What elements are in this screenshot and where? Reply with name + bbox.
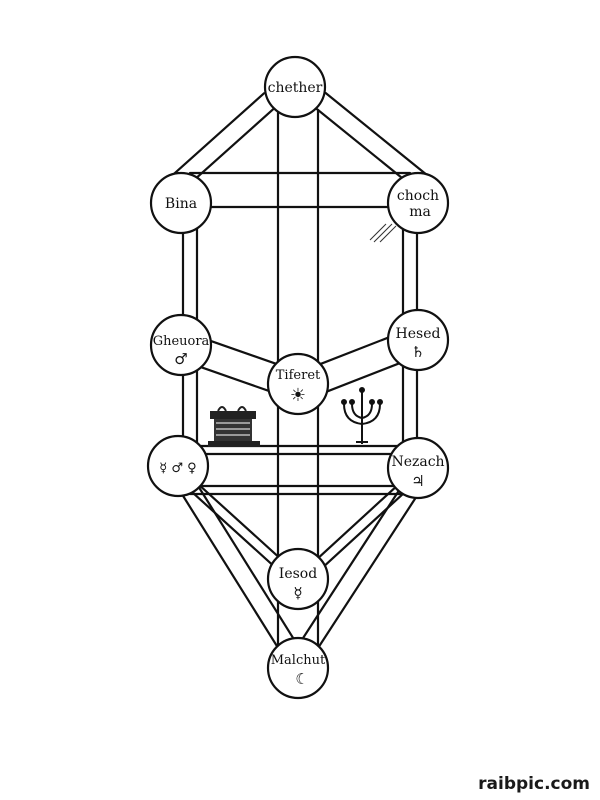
node-iesod: Iesod ☿: [266, 547, 330, 611]
node-iesod-label: Iesod: [279, 566, 317, 582]
node-tiferet-label: Tiferet: [276, 368, 321, 383]
node-chether-label: chether: [268, 80, 323, 96]
node-chochma-label: choch: [397, 188, 439, 204]
node-chochma-label-2: ma: [409, 204, 431, 220]
planet-symbols-icon: ☿ ♂ ♀: [159, 461, 196, 476]
node-chochma: choch ma: [386, 171, 450, 235]
channel-line: [297, 483, 404, 647]
channel-line: [312, 493, 419, 657]
saturn-icon: ♄: [411, 343, 424, 361]
channel-line: [321, 359, 407, 395]
node-bina-label: Bina: [165, 196, 197, 212]
channel-line: [203, 337, 286, 368]
node-nezach-label: Nezach: [391, 454, 444, 470]
channel-line: [197, 483, 285, 563]
node-bina: Bina: [149, 171, 213, 235]
moon-icon: ☾: [295, 670, 308, 688]
node-hesed-label: Hesed: [396, 326, 441, 342]
channel-line: [320, 490, 407, 570]
node-gheuora-label: Gheuora: [153, 334, 210, 349]
jupiter-icon: ♃: [411, 472, 424, 490]
channel-line: [190, 490, 278, 570]
node-malchut: Malchut ☾: [266, 636, 330, 700]
sun-icon: ☀: [290, 385, 306, 406]
shading-hatch: [369, 223, 397, 243]
watermark-text: raibpic.com: [478, 774, 590, 794]
channel-line: [311, 333, 397, 369]
node-tiferet: Tiferet ☀: [266, 352, 330, 416]
mercury-icon: ☿: [293, 584, 302, 602]
node-nezach: Nezach ♃: [386, 436, 450, 500]
channel-line: [194, 364, 277, 395]
sephiroth-nodes: chether Bina choch ma Gheuora ♂ Hesed ♄ …: [146, 55, 450, 700]
channel-line: [313, 483, 400, 563]
menorah-icon: [341, 387, 383, 447]
node-hod: ☿ ♂ ♀: [146, 434, 210, 498]
node-chether: chether: [263, 55, 327, 119]
channel-line: [324, 91, 432, 180]
mars-icon: ♂: [174, 350, 187, 368]
channel-line: [181, 493, 284, 656]
node-gheuora: Gheuora ♂: [149, 313, 213, 377]
channel-line: [167, 92, 266, 180]
node-malchut-label: Malchut: [271, 653, 326, 668]
altar-icon: [208, 406, 260, 447]
node-hesed: Hesed ♄: [386, 308, 450, 372]
